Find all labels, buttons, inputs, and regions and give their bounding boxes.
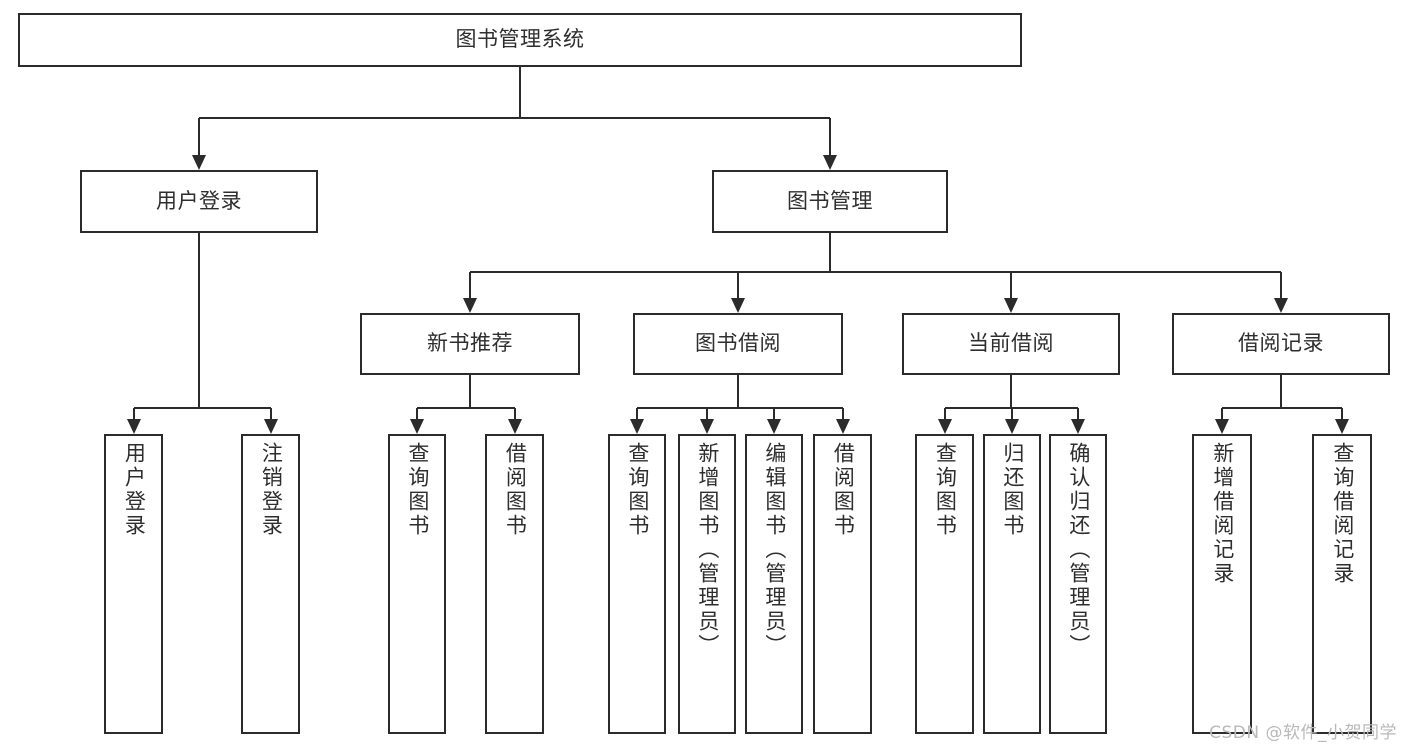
connector-arrowhead [263,419,278,434]
node-label: 借阅记录 [1238,331,1324,356]
connector-drop [737,272,739,299]
node-label: 借阅图书 [831,442,856,538]
node-label: 查询借阅记录 [1330,442,1355,586]
connector-arrowhead [630,419,644,434]
connector-drop [1280,272,1282,299]
node-label: 用户登录 [156,188,242,213]
connector-drop [1010,272,1012,299]
connector-arrowhead [1005,419,1019,434]
connector-bus [133,407,271,409]
connector-arrowhead [1274,298,1288,313]
node-branch-当前借阅-12: 当前借阅 [902,313,1120,375]
node-leaf-借阅图书-3: 借阅图书 [485,434,544,734]
node-label: 查询图书 [405,442,430,538]
connector-drop [1221,408,1223,420]
connector-arrowhead [731,298,745,313]
connector-stem [829,233,831,272]
node-branch-图书管理-1: 图书管理 [712,170,948,233]
connector-bus [637,407,843,409]
node-leaf-编辑图书管理员-6: 编辑图书（管理员） [745,434,803,734]
connector-bus [417,407,515,409]
node-label: 注销登录 [259,442,284,538]
node-leaf-新增图书管理员-5: 新增图书（管理员） [678,434,736,734]
node-leaf-借阅图书-7: 借阅图书 [813,434,872,734]
connector-arrowhead [823,155,837,170]
node-label: 编辑图书（管理员） [762,442,787,658]
connector-bus [199,117,830,119]
connector-arrowhead [507,419,522,434]
connector-drop [706,408,708,420]
connector-drop [469,272,471,299]
node-label: 新增图书（管理员） [695,442,720,658]
node-label: 用户登录 [122,442,147,538]
connector-drop [416,408,418,420]
node-label: 查询图书 [933,442,958,538]
node-leaf-归还图书-9: 归还图书 [983,434,1041,734]
connector-stem [1280,375,1282,408]
node-leaf-用户登录-0: 用户登录 [104,434,163,734]
connector-arrowhead [126,419,141,434]
connector-stem [1010,375,1012,408]
connector-drop [1077,408,1079,420]
node-label: 归还图书 [1000,442,1025,538]
connector-arrowhead [410,419,424,434]
node-leaf-确认归还管理员-10: 确认归还（管理员） [1049,434,1107,734]
connector-drop [636,408,638,420]
node-leaf-新增借阅记录-11: 新增借阅记录 [1192,434,1252,734]
node-label: 借阅图书 [503,442,528,538]
connector-stem [198,233,200,408]
node-leaf-查询图书-8: 查询图书 [915,434,974,734]
connector-stem [519,67,521,118]
connector-arrowhead [1071,419,1085,434]
connector-drop [1011,408,1013,420]
node-leaf-注销登录-1: 注销登录 [241,434,300,734]
node-label: 确认归还（管理员） [1066,442,1091,658]
connector-arrowhead [1215,419,1229,434]
connector-drop [943,408,946,420]
node-branch-借阅记录-13: 借阅记录 [1172,313,1390,375]
connector-drop [269,408,272,420]
connector-arrowhead [463,298,477,313]
connector-drop [513,408,516,420]
connector-arrowhead [700,419,714,434]
node-leaf-查询图书-2: 查询图书 [388,434,446,734]
node-label: 图书管理系统 [455,27,585,52]
node-branch-图书借阅-11: 图书借阅 [633,313,843,375]
connector-drop [1341,408,1343,420]
node-label: 新书推荐 [427,331,513,356]
connector-arrowhead [937,419,952,434]
node-label: 图书管理 [787,188,873,213]
connector-arrowhead [192,155,206,170]
connector-arrowhead [1004,298,1018,313]
connector-drop [829,118,831,156]
connector-drop [841,408,844,420]
connector-arrowhead [1335,419,1349,434]
node-label: 新增借阅记录 [1210,442,1235,586]
node-label: 查询图书 [625,442,650,538]
node-branch-用户登录-0: 用户登录 [80,170,318,233]
connector-stem [737,375,739,408]
connector-drop [198,118,200,156]
connector-stem [469,375,471,408]
connector-drop [773,408,775,420]
connector-bus [1222,407,1342,409]
connector-bus [470,271,1281,273]
connector-arrowhead [835,419,850,434]
node-root-图书管理系统-0: 图书管理系统 [18,13,1022,67]
node-label: 图书借阅 [695,331,781,356]
node-branch-新书推荐-10: 新书推荐 [360,313,580,375]
node-leaf-查询图书-4: 查询图书 [608,434,666,734]
node-leaf-查询借阅记录-12: 查询借阅记录 [1312,434,1372,734]
node-label: 当前借阅 [968,331,1054,356]
connector-drop [132,408,135,420]
connector-arrowhead [767,419,781,434]
